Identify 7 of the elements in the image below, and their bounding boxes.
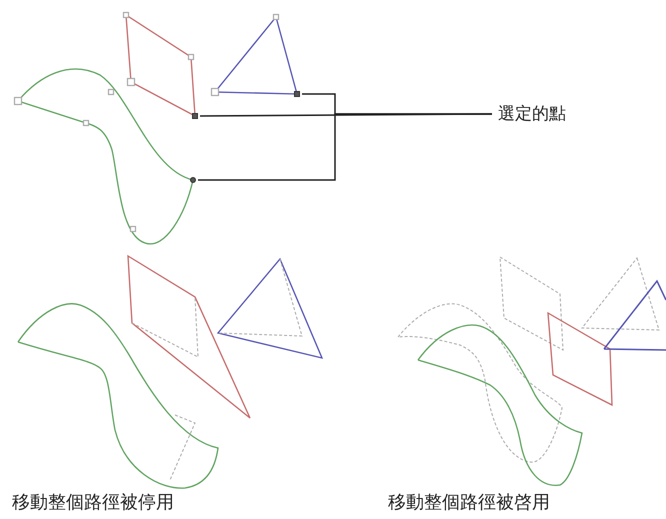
- selected-point-dot: [190, 177, 196, 183]
- selected-point-marker: [192, 113, 198, 119]
- caption: 移動整個路徑被啓用: [388, 491, 550, 514]
- selected-point-marker: [294, 91, 300, 97]
- leader-line: [302, 93, 492, 115]
- callout-label: 選定的點: [498, 102, 566, 126]
- caption: 移動整個路徑被停用: [12, 491, 174, 514]
